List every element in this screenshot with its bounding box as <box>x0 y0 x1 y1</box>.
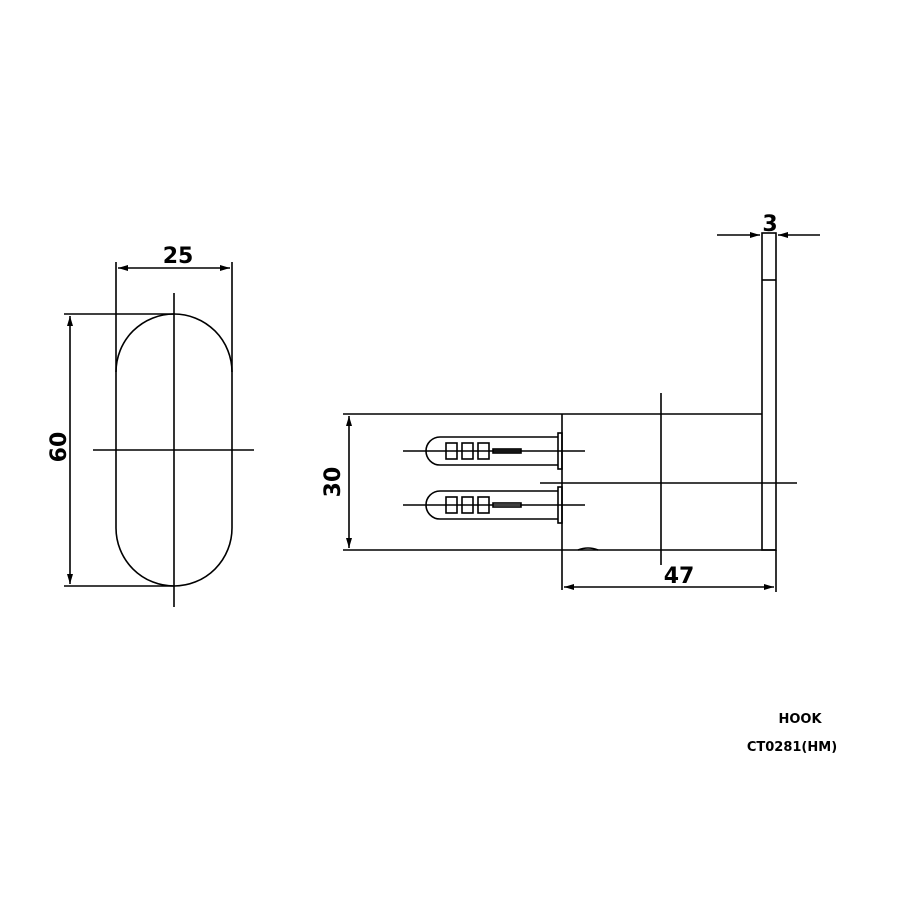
width-dimension-label: 25 <box>163 244 194 269</box>
product-code: CT0281(HM) <box>747 740 837 755</box>
projection-dimension-label: 47 <box>664 564 695 589</box>
front-view <box>64 262 254 607</box>
height-dimension-label: 60 <box>47 432 72 463</box>
depth-dimension-label: 30 <box>321 467 346 498</box>
wall-anchor-lower <box>403 486 585 524</box>
product-name: HOOK <box>778 712 822 727</box>
side-view <box>343 232 820 592</box>
body-curve <box>577 547 599 551</box>
thickness-dimension-label: 3 <box>762 212 777 237</box>
wall-anchor-upper <box>403 432 585 470</box>
